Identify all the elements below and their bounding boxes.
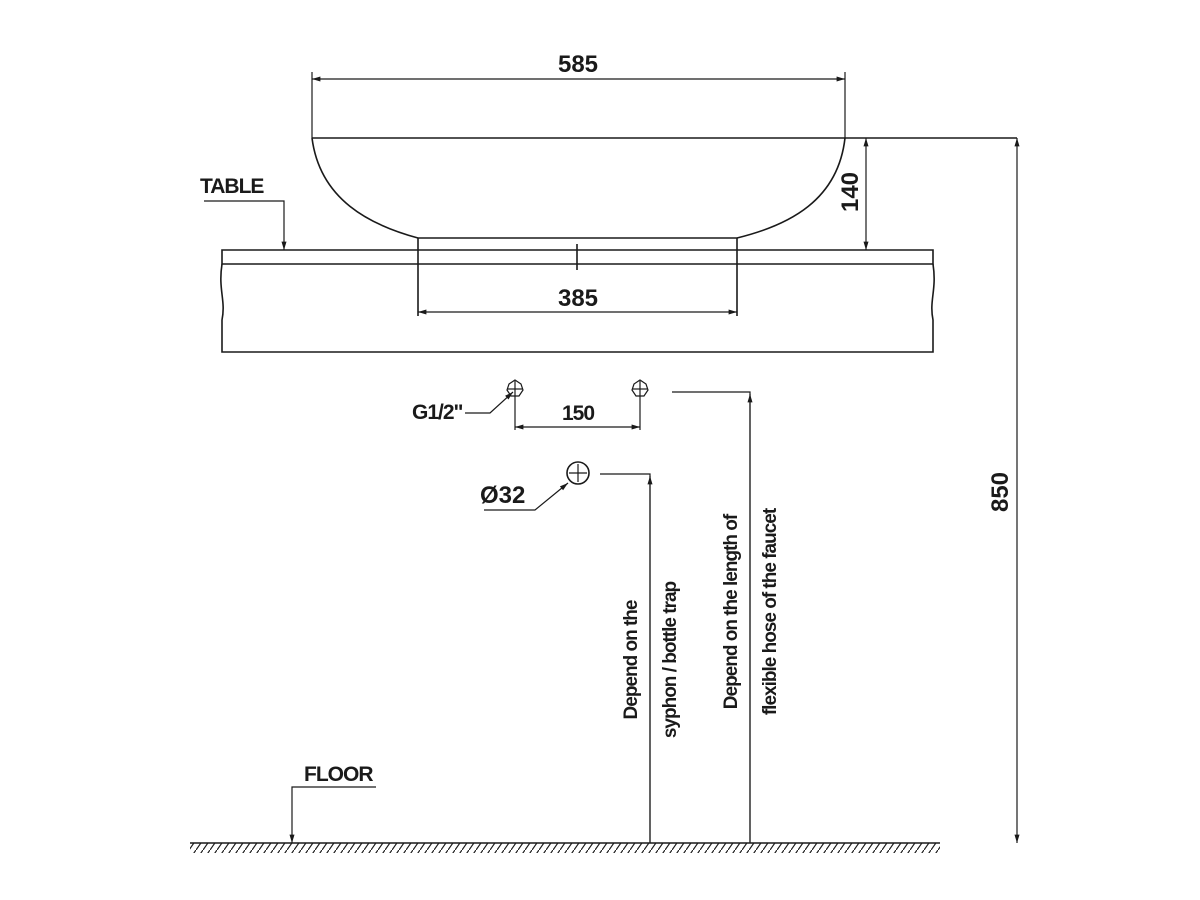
dimension-bowl-width: 585: [311, 51, 846, 138]
inlet-height-dimension: Depend on the length of flexible hose of…: [672, 391, 781, 843]
base-width-label: 385: [558, 285, 598, 312]
drain-outlet: Ø32: [480, 461, 590, 511]
hose-note-line1: Depend on the length of: [721, 513, 742, 709]
inlet-spacing-label: 150: [562, 402, 594, 425]
bowl-height-label: 140: [837, 172, 864, 212]
total-height-label: 850: [987, 472, 1014, 512]
drain-label: Ø32: [480, 482, 525, 509]
table-counter: [220, 249, 935, 353]
bowl-width-label: 585: [558, 51, 598, 78]
drain-icon: [566, 461, 590, 485]
inlet-valve-icon: [506, 379, 524, 397]
table-callout: TABLE: [200, 175, 287, 250]
floor-label: FLOOR: [304, 763, 373, 786]
table-label: TABLE: [200, 175, 264, 198]
drain-height-dimension: Depend on the syphon / bottle trap: [600, 473, 681, 843]
drain-note-line2: syphon / bottle trap: [660, 581, 681, 738]
dimension-bowl-height: 140: [837, 138, 869, 250]
inlet-valve-icon: [631, 379, 649, 397]
dimension-base-width: 385: [418, 285, 737, 315]
drain-note-line1: Depend on the: [621, 600, 642, 719]
floor: FLOOR: [190, 763, 940, 853]
inlet-label: G1/2": [412, 401, 463, 424]
hose-note-line2: flexible hose of the faucet: [760, 507, 781, 715]
dimension-total-height: 850: [987, 138, 1020, 843]
basin-bowl: [311, 137, 1017, 316]
water-inlets: 150 G1/2": [412, 379, 649, 430]
